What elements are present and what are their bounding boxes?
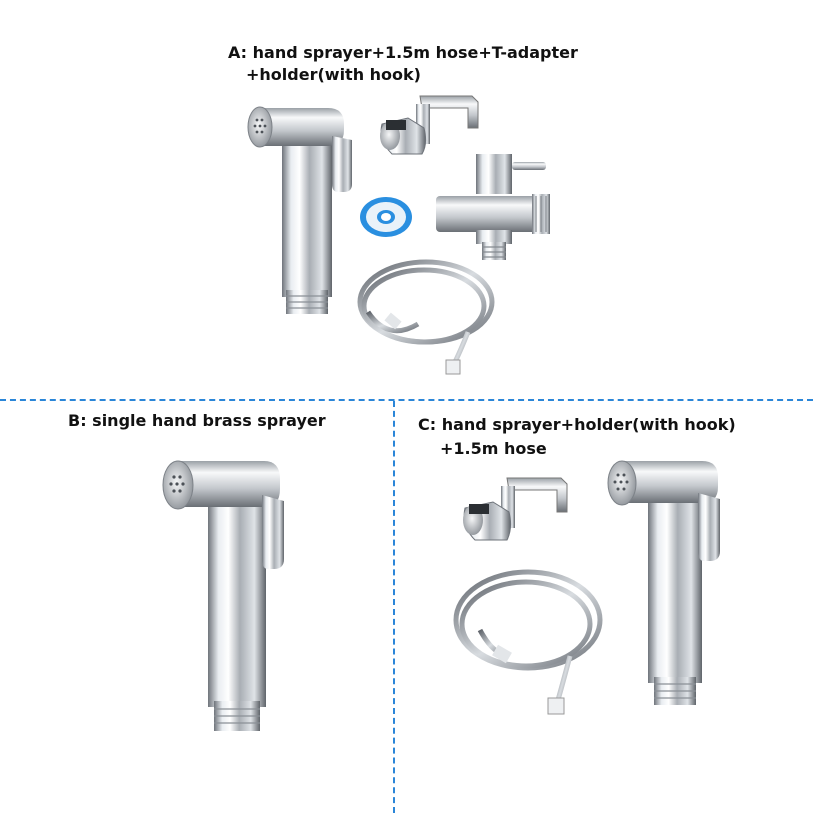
section-a-caption-line2: +holder(with hook) (246, 65, 421, 84)
section-a-t-adapter-image (436, 154, 550, 260)
section-b-brass-sprayer-image (162, 460, 284, 731)
section-b-caption: B: single hand brass sprayer (68, 411, 326, 430)
section-a-holder-with-hook-image (380, 95, 479, 155)
section-c-caption: C: hand sprayer+holder(with hook) (418, 415, 736, 434)
vertical-divider (393, 401, 395, 813)
horizontal-divider (0, 399, 813, 401)
section-c-hand-sprayer-image (607, 460, 720, 705)
section-a-hose-image (357, 259, 495, 375)
section-a-hand-sprayer-image (247, 106, 352, 314)
section-c-caption-line2: +1.5m hose (440, 439, 547, 458)
section-a-teflon-tape-image (360, 197, 412, 237)
section-c-hose-image (453, 569, 603, 715)
section-c-holder-with-hook-image (463, 477, 568, 541)
section-a-caption: A: hand sprayer+1.5m hose+T-adapter (228, 43, 578, 62)
